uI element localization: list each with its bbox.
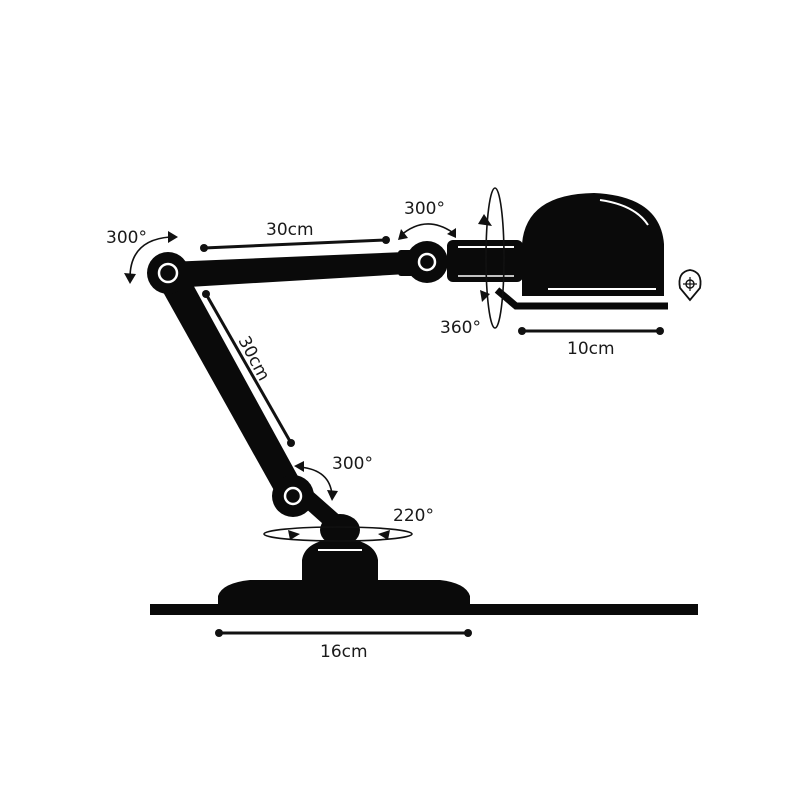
lamp-base <box>218 580 470 606</box>
lower-joint-rotation-label: 300° <box>332 454 373 474</box>
shade-rotation-arrow-bottom <box>480 290 490 302</box>
lamp-shade <box>522 193 664 296</box>
shade-dim-end-a <box>518 327 526 335</box>
head-rotation-path <box>399 223 453 237</box>
elbow-rotation-arrow-a <box>168 231 178 243</box>
head-joint-ring <box>417 252 437 272</box>
elbow-rotation-path <box>129 236 171 279</box>
shade-rotation-label: 360° <box>440 318 481 338</box>
floor-line <box>150 604 698 615</box>
upper-dim-end-a <box>200 244 208 252</box>
upper-arm-length-label: 30cm <box>266 220 314 240</box>
shade-dim-end-b <box>656 327 664 335</box>
shade-rotation-path <box>485 187 505 329</box>
base-rotation-path <box>263 526 413 542</box>
base-rotation-label: 220° <box>393 506 434 526</box>
lower-arm-dimension <box>204 293 293 444</box>
lower-arm <box>158 270 300 494</box>
base-dim-end-a <box>215 629 223 637</box>
elbow-rotation-arrow-b <box>124 273 136 284</box>
shade-highlight <box>599 199 649 226</box>
lower-dim-end-b <box>287 439 295 447</box>
bulb-icon <box>678 269 702 302</box>
lower-dim-end-a <box>202 290 210 298</box>
upper-arm <box>168 252 407 288</box>
base-dim-end-b <box>464 629 472 637</box>
elbow-joint-ring <box>157 262 179 284</box>
elbow-rotation-label: 300° <box>106 228 147 248</box>
lower-rotation-arrow-a <box>294 461 304 472</box>
upper-arm-dimension <box>203 238 387 250</box>
base-rotation-arrow-a <box>288 530 300 540</box>
lower-joint-ring <box>283 486 303 506</box>
shade-width-label: 10cm <box>567 339 615 359</box>
head-rotation-label: 300° <box>404 199 445 219</box>
base-rotation-arrow-b <box>378 530 390 540</box>
head-rotation-arrow-a <box>398 229 408 240</box>
base-width-label: 16cm <box>320 642 368 662</box>
lower-rotation-arrow-b <box>327 490 338 501</box>
shade-rotation-arrow-top <box>478 214 492 226</box>
head-rotation-arrow-b <box>447 228 456 238</box>
upper-dim-end-b <box>382 236 390 244</box>
